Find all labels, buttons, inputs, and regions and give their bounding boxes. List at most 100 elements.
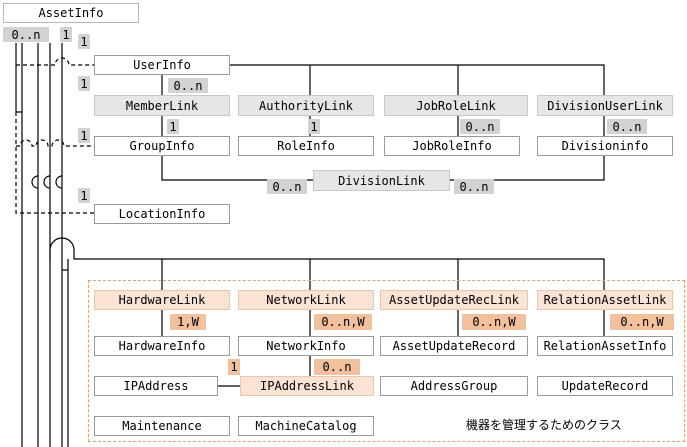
node-job-role-info-label: JobRoleInfo (412, 139, 492, 153)
node-location-info: LocationInfo (94, 204, 230, 224)
node-hardware-info: HardwareInfo (94, 336, 230, 356)
node-division-info: Divisioninfo (537, 136, 673, 156)
node-job-role-info: JobRoleInfo (384, 136, 520, 156)
node-asset-update-rec-link: AssetUpdateRecLink (380, 290, 528, 310)
tag-member-many: 0..n (168, 78, 208, 93)
node-update-record: UpdateRecord (537, 376, 673, 396)
tag-relation-many-w: 0..n,W (610, 314, 674, 330)
node-group-info: GroupInfo (94, 136, 230, 156)
tag-asset-one: 1 (60, 27, 72, 42)
connector-userinfo-bus (230, 64, 605, 96)
node-network-link-label: NetworkLink (266, 293, 346, 307)
tag-division-user-many-label: 0..n (612, 119, 642, 134)
tag-member-many-label: 0..n (173, 78, 203, 93)
node-address-group-label: AddressGroup (410, 379, 498, 393)
node-asset-update-rec-link-label: AssetUpdateRecLink (388, 293, 520, 307)
node-role-info: RoleInfo (238, 136, 374, 156)
tag-division-link-left: 0..n (267, 179, 307, 194)
tag-user-to-member: 1 (78, 76, 90, 91)
node-relation-asset-info: RelationAssetInfo (537, 336, 673, 356)
tag-user-one-label: 1 (80, 34, 88, 49)
tag-network-many-w-label: 0..n,W (321, 315, 365, 329)
tag-division-link-left-label: 0..n (272, 179, 302, 194)
node-asset-info: AssetInfo (3, 3, 139, 23)
node-ip-address-label: IPAddress (123, 379, 189, 393)
tag-job-role-many-label: 0..n (465, 119, 495, 134)
node-maintenance: Maintenance (94, 416, 230, 436)
node-role-info-label: RoleInfo (277, 139, 335, 153)
node-user-info: UserInfo (94, 55, 230, 75)
node-relation-asset-link: RelationAssetLink (537, 290, 673, 310)
tag-job-role-many: 0..n (460, 119, 500, 134)
node-machine-catalog-label: MachineCatalog (255, 419, 357, 433)
node-hardware-link: HardwareLink (94, 290, 230, 310)
tag-asset-update-many-w-label: 0..n,W (472, 315, 516, 329)
tag-authority-one-label: 1 (310, 119, 318, 134)
tag-asset-update-many-w: 0..n,W (462, 314, 526, 330)
node-network-info: NetworkInfo (238, 336, 374, 356)
node-update-record-label: UpdateRecord (561, 379, 649, 393)
node-member-link: MemberLink (94, 95, 230, 116)
tag-user-one: 1 (78, 34, 90, 49)
tag-user-to-member-label: 1 (80, 76, 88, 91)
node-authority-link-label: AuthorityLink (259, 98, 353, 113)
tag-ip-address-one: 1 (228, 359, 240, 375)
tag-group-one-a: 1 (78, 128, 90, 143)
tag-hardware-one-w: 1,W (170, 314, 206, 330)
node-ip-address-link-label: IPAddressLink (260, 379, 354, 393)
tag-group-one-b: 1 (167, 119, 179, 134)
tag-location-one: 1 (78, 188, 90, 203)
connector-hop-trunk-50 (43, 175, 51, 189)
connector-user-dashed (16, 57, 95, 66)
node-location-info-label: LocationInfo (118, 207, 206, 221)
tag-division-user-many: 0..n (607, 119, 647, 134)
tag-network-many-w: 0..n,W (314, 314, 372, 330)
node-ip-address: IPAddress (94, 376, 218, 396)
node-division-user-link-label: DivisionUserLink (547, 98, 663, 113)
node-job-role-link: JobRoleLink (384, 95, 528, 116)
node-relation-asset-link-label: RelationAssetLink (543, 293, 667, 307)
connector-hop-trunk-38 (31, 175, 39, 189)
tag-group-one-b-label: 1 (169, 119, 177, 134)
node-address-group: AddressGroup (380, 376, 528, 396)
node-asset-update-record-label: AssetUpdateRecord (392, 339, 516, 353)
tag-ip-address-one-label: 1 (230, 360, 238, 374)
node-asset-info-label: AssetInfo (38, 6, 104, 20)
tag-authority-one: 1 (308, 119, 320, 134)
equipment-class-group (88, 280, 685, 442)
tag-location-one-label: 1 (80, 188, 88, 203)
node-asset-update-record: AssetUpdateRecord (380, 336, 528, 356)
node-maintenance-label: Maintenance (122, 419, 202, 433)
node-division-link-label: DivisionLink (338, 173, 425, 188)
connector-group-dashed (16, 139, 95, 147)
node-ip-address-link: IPAddressLink (240, 376, 374, 396)
node-job-role-link-label: JobRoleLink (416, 98, 496, 113)
connector-hardware-bus (49, 237, 605, 290)
node-user-info-label: UserInfo (133, 58, 191, 72)
node-machine-catalog: MachineCatalog (238, 416, 374, 436)
connector-hop-trunk-62 (55, 175, 63, 189)
node-hardware-link-label: HardwareLink (118, 293, 206, 307)
tag-ip-address-link-many: 0..n (314, 359, 360, 375)
node-hardware-info-label: HardwareInfo (118, 339, 206, 353)
node-network-info-label: NetworkInfo (266, 339, 346, 353)
node-division-user-link: DivisionUserLink (537, 95, 673, 116)
tag-asset-many: 0..n (3, 27, 49, 42)
tag-ip-address-link-many-label: 0..n (322, 360, 352, 374)
equipment-group-label: 機器を管理するためのクラス (466, 418, 622, 432)
node-authority-link: AuthorityLink (238, 95, 374, 116)
node-relation-asset-info-label: RelationAssetInfo (543, 339, 667, 353)
tag-asset-one-label: 1 (62, 27, 70, 42)
tag-group-one-a-label: 1 (80, 128, 88, 143)
tag-asset-many-label: 0..n (11, 27, 41, 42)
node-member-link-label: MemberLink (125, 98, 199, 113)
tag-relation-many-w-label: 0..n,W (620, 315, 664, 329)
node-division-info-label: Divisioninfo (561, 139, 649, 153)
node-network-link: NetworkLink (238, 290, 374, 310)
tag-division-link-right: 0..n (454, 179, 494, 194)
connector-trunk-1-lower (15, 112, 95, 214)
node-division-link: DivisionLink (313, 170, 450, 191)
node-group-info-label: GroupInfo (129, 139, 195, 153)
connector-trunk-1 (15, 43, 22, 113)
tag-division-link-right-label: 0..n (459, 179, 489, 194)
